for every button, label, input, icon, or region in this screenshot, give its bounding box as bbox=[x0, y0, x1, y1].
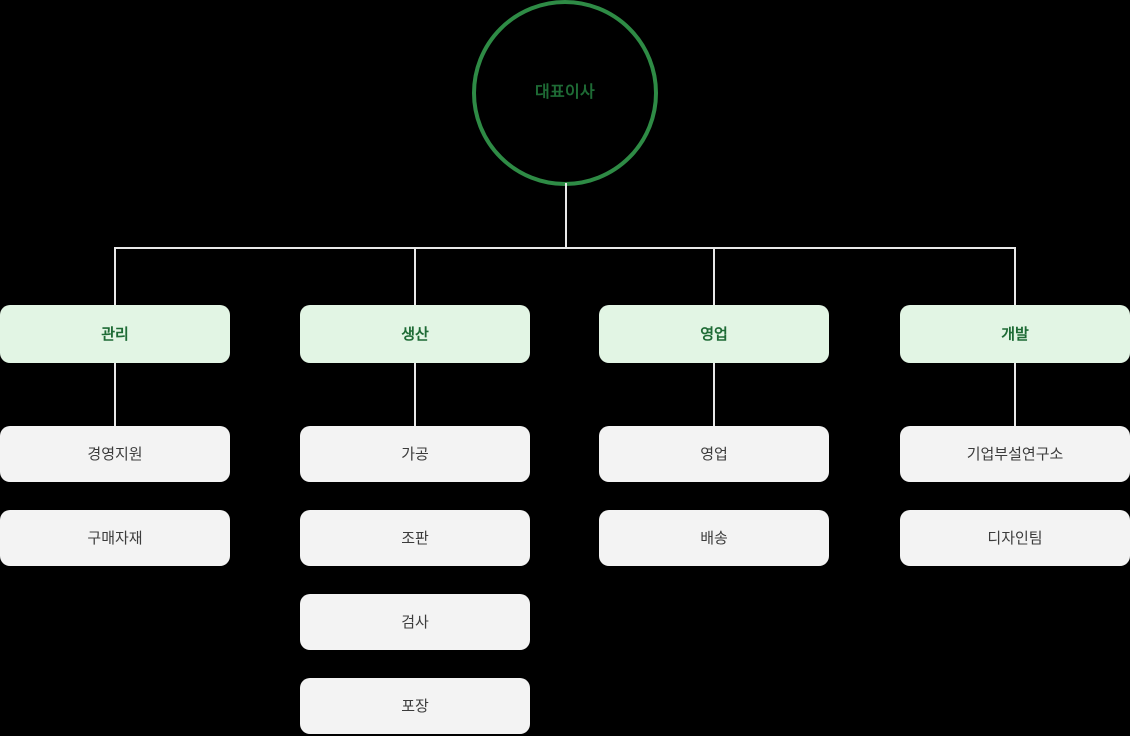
connector-drop-division-2 bbox=[414, 247, 416, 305]
connector-drop-team-2 bbox=[414, 363, 416, 426]
connector-ceo-stem bbox=[565, 183, 567, 248]
org-node-team-2-4[interactable]: 포장 bbox=[300, 678, 530, 734]
connector-drop-team-4 bbox=[1014, 363, 1016, 426]
connector-drop-division-4 bbox=[1014, 247, 1016, 305]
team-label-2-2: 조판 bbox=[401, 529, 429, 547]
team-label-2-3: 검사 bbox=[401, 613, 429, 631]
org-node-team-4-2[interactable]: 디자인팀 bbox=[900, 510, 1130, 566]
org-node-team-3-2[interactable]: 배송 bbox=[599, 510, 829, 566]
division-label-1: 관리 bbox=[101, 325, 129, 343]
org-node-team-3-1[interactable]: 영업 bbox=[599, 426, 829, 482]
connector-drop-team-3 bbox=[713, 363, 715, 426]
org-node-division-2[interactable]: 생산 bbox=[300, 305, 530, 363]
team-label-1-1: 경영지원 bbox=[87, 445, 143, 463]
org-node-team-4-1[interactable]: 기업부설연구소 bbox=[900, 426, 1130, 482]
connector-drop-division-1 bbox=[114, 247, 116, 305]
ceo-label: 대표이사 bbox=[534, 84, 596, 101]
org-node-division-1[interactable]: 관리 bbox=[0, 305, 230, 363]
org-node-team-1-2[interactable]: 구매자재 bbox=[0, 510, 230, 566]
division-label-2: 생산 bbox=[401, 325, 429, 343]
team-label-3-1: 영업 bbox=[700, 445, 728, 463]
org-node-team-2-2[interactable]: 조판 bbox=[300, 510, 530, 566]
org-node-division-4[interactable]: 개발 bbox=[900, 305, 1130, 363]
connector-drop-division-3 bbox=[713, 247, 715, 305]
connector-division-bar bbox=[115, 247, 1016, 249]
team-label-4-1: 기업부설연구소 bbox=[966, 445, 1064, 463]
org-node-team-2-3[interactable]: 검사 bbox=[300, 594, 530, 650]
org-node-team-1-1[interactable]: 경영지원 bbox=[0, 426, 230, 482]
team-label-4-2: 디자인팀 bbox=[987, 529, 1043, 547]
team-label-3-2: 배송 bbox=[700, 529, 728, 547]
team-label-1-2: 구매자재 bbox=[87, 529, 143, 547]
team-label-2-1: 가공 bbox=[401, 445, 429, 463]
division-label-4: 개발 bbox=[1001, 325, 1029, 343]
org-node-division-3[interactable]: 영업 bbox=[599, 305, 829, 363]
team-label-2-4: 포장 bbox=[401, 697, 429, 715]
org-node-ceo[interactable]: 대표이사 bbox=[472, 0, 658, 186]
division-label-3: 영업 bbox=[700, 325, 728, 343]
connector-drop-team-1 bbox=[114, 363, 116, 426]
org-node-team-2-1[interactable]: 가공 bbox=[300, 426, 530, 482]
